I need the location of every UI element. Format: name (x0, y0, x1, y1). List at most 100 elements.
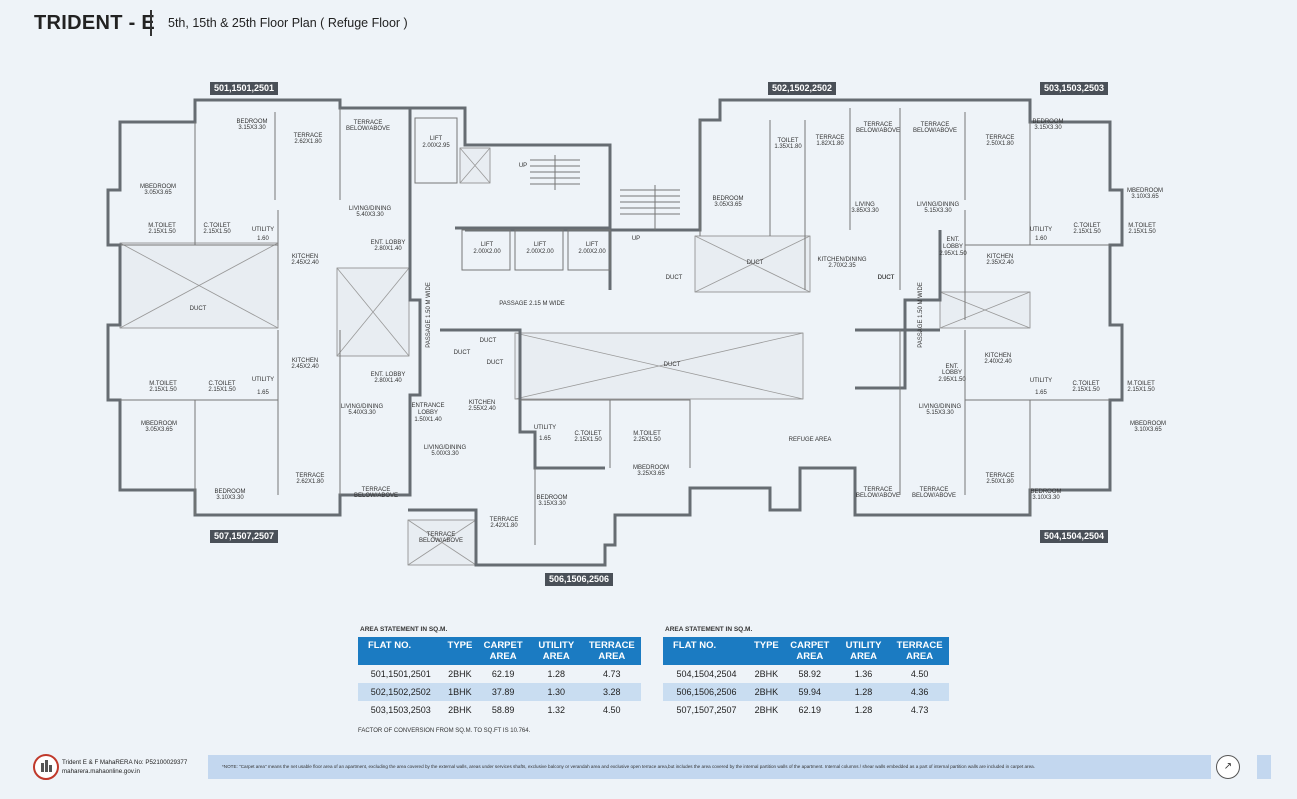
room-label: 1.65 (257, 390, 269, 396)
col-type: TYPE (443, 637, 477, 665)
room-label: TERRACE (921, 122, 950, 128)
room-label: LIFT (481, 242, 494, 248)
room-label: LOBBY (418, 410, 438, 416)
cell-flat: 503,1503,2503 (370, 705, 431, 715)
room-label: 2.15X1.50 (574, 437, 602, 443)
room-label: 5.15X3.30 (926, 410, 954, 416)
room-label: UTILITY (252, 377, 274, 383)
cell-type: 2BHK (448, 669, 472, 679)
rera-info: Trident E & F MahaRERA No: P52100029377 … (62, 758, 187, 776)
room-label: DUCT (190, 306, 207, 312)
room-label: LIVING/DINING (917, 202, 960, 208)
room-label: 2.25X1.50 (633, 437, 661, 443)
rera-website-link[interactable]: maharera.mahaonline.gov.in (62, 768, 140, 775)
cell-carpet: 59.94 (782, 683, 837, 701)
floor-plan: BEDROOM3.15X3.30TERRACE2.62X1.80TERRACEB… (106, 98, 1166, 567)
rera-number: Trident E & F MahaRERA No: P52100029377 (62, 759, 188, 766)
room-label: KITCHEN (292, 254, 318, 260)
maharera-logo-icon (33, 754, 59, 780)
room-label: 3.10X3.65 (1131, 194, 1159, 200)
room-label: DUCT (878, 275, 895, 281)
table-row: 501,1501,2501 2BHK 62.19 1.28 4.73 (358, 665, 641, 683)
room-label: 2.50X1.80 (986, 141, 1014, 147)
room-label: DUCT (664, 362, 681, 368)
room-label: REFUGE AREA (789, 437, 832, 443)
room-label: 2.15X1.50 (1073, 229, 1101, 235)
walls (106, 98, 1124, 567)
room-label: 3.05X3.65 (144, 190, 172, 196)
cell-type: 2BHK (754, 669, 779, 679)
col-flat-no: FLAT NO. (358, 637, 444, 665)
room-label: ENT. LOBBY (371, 372, 406, 378)
room-label: 2.00X2.00 (578, 249, 606, 255)
cell-terrace: 4.73 (910, 705, 929, 715)
room-label: C.TOILET (204, 223, 231, 229)
col-utility-area: UTILITY AREA (836, 637, 891, 665)
unit-tag-506: 506,1506,2506 (545, 573, 614, 586)
room-label: TERRACE (986, 135, 1015, 141)
room-label: TERRACE (864, 487, 893, 493)
room-labels: BEDROOM3.15X3.30TERRACE2.62X1.80TERRACEB… (140, 119, 1166, 544)
room-label: MBEDROOM (1127, 188, 1163, 194)
room-label: ENT. LOBBY (371, 240, 406, 246)
room-label: 2.80X1.40 (374, 378, 402, 384)
room-label: 3.15X3.30 (538, 501, 566, 507)
room-label: LIVING/DINING (341, 404, 384, 410)
room-label: BEDROOM (712, 196, 743, 202)
unit-tag-501: 501,1501,2501 (210, 82, 279, 95)
room-label: TERRACE (920, 487, 949, 493)
room-label: 2.15X1.50 (1128, 229, 1156, 235)
room-label: 1.35X1.80 (774, 144, 802, 150)
room-label: TERRACE (490, 517, 519, 523)
table-row: 507,1507,2507 2BHK 62.19 1.28 4.73 (663, 701, 949, 719)
room-label: 3.15X3.30 (238, 125, 266, 131)
room-label: 1.82X1.80 (816, 141, 844, 147)
room-label: 2.40X2.40 (984, 359, 1012, 365)
room-label: DUCT (878, 275, 895, 281)
col-flat-no: FLAT NO. (663, 637, 750, 665)
room-label: LOBBY (942, 370, 962, 376)
room-label: 2.15X1.50 (149, 387, 177, 393)
table-row: 504,1504,2504 2BHK 58.92 1.36 4.50 (663, 665, 949, 683)
room-label: 5.15X3.30 (924, 208, 952, 214)
room-label: M.TOILET (1127, 381, 1155, 387)
room-label: TERRACE (294, 133, 323, 139)
room-label: KITCHEN (987, 254, 1013, 260)
unit-tag-502: 502,1502,2502 (768, 82, 837, 95)
room-label: 5.40X3.30 (348, 410, 376, 416)
room-label: TERRACE (354, 120, 383, 126)
cell-utility: 1.36 (854, 669, 873, 679)
room-label: 5.40X3.30 (356, 212, 384, 218)
cell-terrace: 4.73 (603, 669, 621, 679)
cell-carpet: 62.19 (798, 705, 822, 715)
table-header-row: FLAT NO. TYPE CARPET AREA UTILITY AREA T… (663, 637, 949, 665)
room-label: 1.60 (257, 236, 269, 242)
room-label: BELOW/ABOVE (912, 493, 956, 499)
room-label: C.TOILET (1073, 381, 1100, 387)
cell-utility: 1.28 (547, 669, 566, 679)
cell-flat: 502,1502,2502 (358, 683, 444, 701)
col-carpet-area: CARPET AREA (476, 637, 530, 665)
cell-terrace: 4.36 (890, 683, 949, 701)
room-label: LIVING/DINING (349, 206, 392, 212)
room-label: PASSAGE 1.50 M WIDE (426, 282, 432, 348)
room-label: KITCHEN/DINING (817, 257, 866, 263)
room-label: UP (632, 236, 640, 242)
room-label: 2.15X1.50 (148, 229, 176, 235)
room-label: KITCHEN (292, 358, 318, 364)
room-label: 1.65 (1035, 390, 1047, 396)
cell-type: 2BHK (448, 705, 472, 715)
room-label: UP (519, 163, 527, 169)
room-label: KITCHEN (469, 400, 495, 406)
room-label: LIVING/DINING (424, 445, 467, 451)
page-title: TRIDENT - E (34, 12, 156, 34)
room-label: UTILITY (1030, 227, 1052, 233)
room-label: LIVING (855, 202, 875, 208)
cell-flat: 501,1501,2501 (370, 669, 431, 679)
room-label: BEDROOM (1030, 489, 1061, 495)
room-label: 2.15X1.50 (208, 387, 236, 393)
room-label: C.TOILET (209, 381, 236, 387)
room-label: 2.00X2.00 (473, 249, 501, 255)
cell-carpet: 62.19 (491, 669, 515, 679)
conversion-factor-note: FACTOR OF CONVERSION FROM SQ.M. TO SQ.FT… (358, 728, 531, 734)
